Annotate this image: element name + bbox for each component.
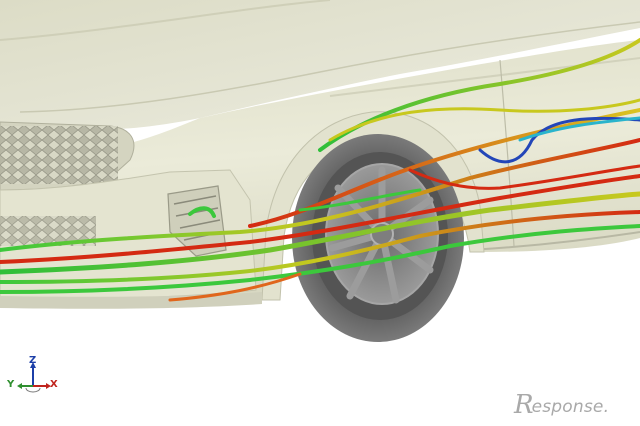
axis-z-label: Z <box>29 355 37 366</box>
streamline <box>518 116 640 142</box>
fog-lamp-housing <box>167 185 227 257</box>
streamline <box>168 272 302 302</box>
front-wheel <box>292 134 464 342</box>
streamline <box>298 188 422 212</box>
streamline <box>0 138 640 252</box>
xyz-axis-triad-icon <box>17 362 51 393</box>
hood-crease <box>0 0 331 41</box>
front-grille <box>0 126 118 184</box>
streamline <box>328 98 640 142</box>
streamline <box>0 191 640 275</box>
streamline <box>0 174 640 264</box>
streamlines <box>0 38 640 302</box>
watermark-text: esponse. <box>531 397 610 417</box>
rocker-edge <box>469 231 640 251</box>
streamline <box>188 206 216 218</box>
streamline <box>408 164 640 190</box>
axis-y-label: Y <box>7 379 15 390</box>
axis-x-label: X <box>50 379 58 390</box>
streamline <box>478 116 640 164</box>
hood-crease <box>19 21 640 113</box>
fog-lamp-blades <box>173 195 223 241</box>
axis-triad: Z Y X <box>6 356 62 396</box>
streamline <box>0 224 640 294</box>
streamline <box>0 210 640 284</box>
car-hood <box>0 0 640 130</box>
watermark-lead-letter: R <box>514 390 534 420</box>
